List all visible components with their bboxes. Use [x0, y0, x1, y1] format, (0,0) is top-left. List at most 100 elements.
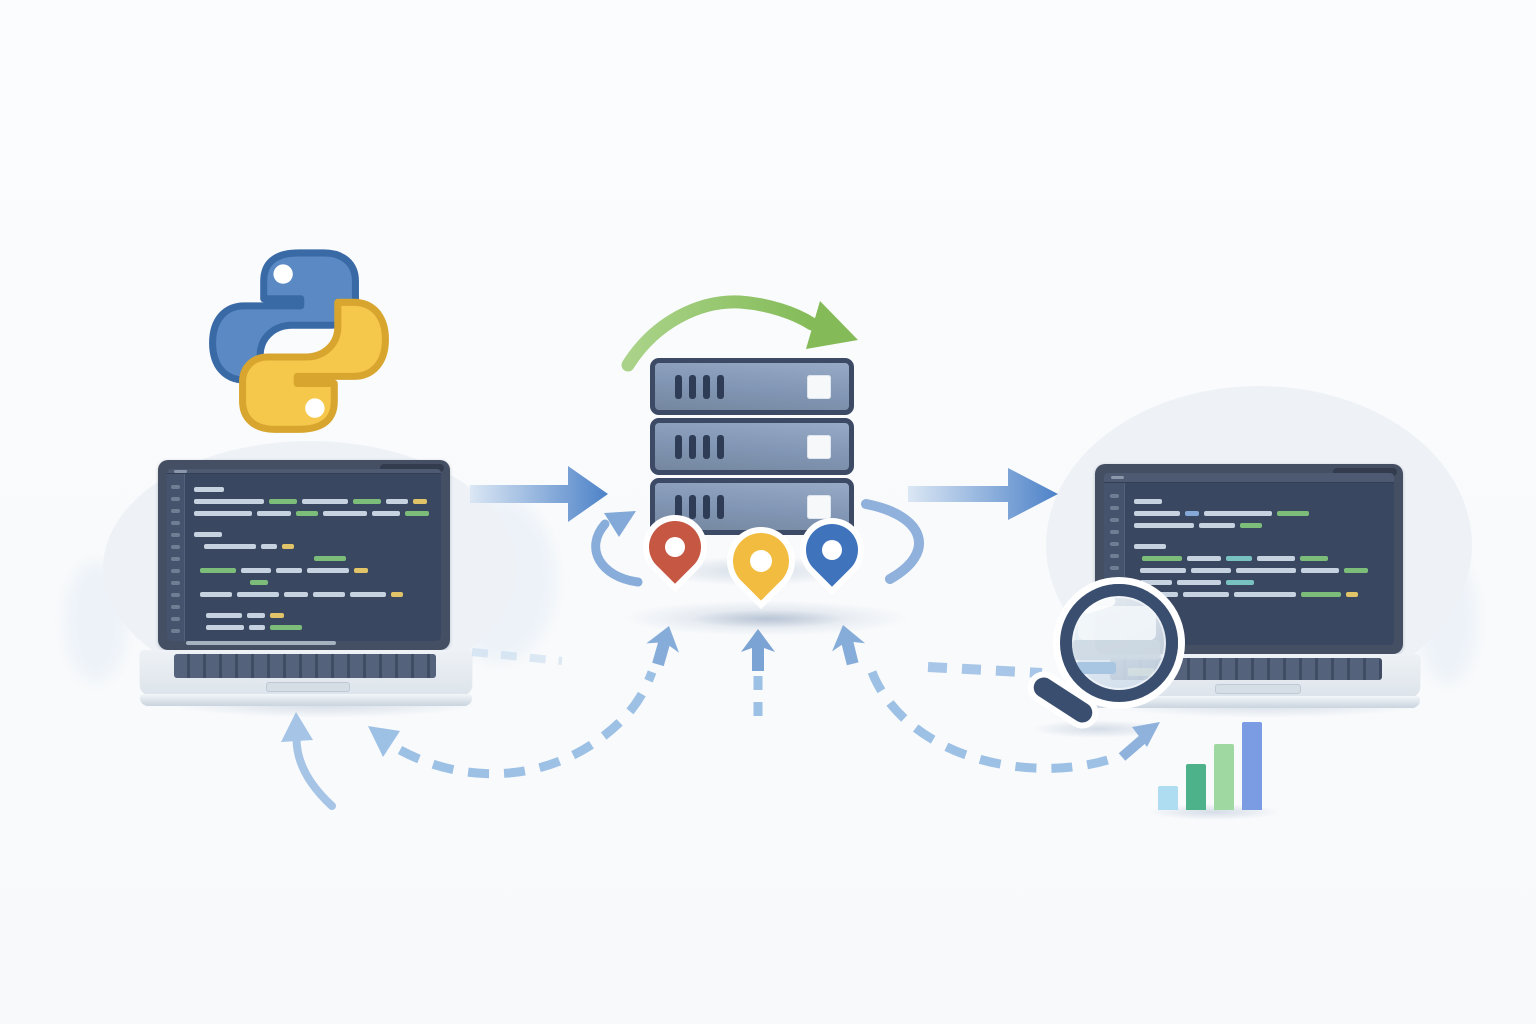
code-token [1134, 522, 1194, 528]
line-number [171, 593, 180, 597]
code-token [391, 591, 403, 597]
green-sync-arrowhead [806, 301, 858, 349]
code-token [269, 498, 297, 504]
code-token [1277, 510, 1309, 516]
left-laptop-bezel-glare [380, 464, 444, 472]
code-token [204, 543, 256, 549]
code-token [1204, 510, 1272, 516]
server-vent-slot [703, 374, 710, 399]
code-token [194, 498, 264, 504]
code-token [194, 486, 224, 492]
code-token [1226, 579, 1254, 585]
python-logo [209, 249, 389, 433]
server-vent-slot [717, 374, 724, 399]
code-token [1177, 579, 1221, 585]
code-token [194, 510, 252, 516]
arrow-server-to-right-laptop [908, 468, 1058, 520]
code-token [1301, 567, 1339, 573]
left-editor-line-number-gutter [167, 474, 185, 641]
server-vent-slots [675, 434, 724, 459]
code-token [296, 510, 318, 516]
line-number [171, 569, 180, 573]
code-line [1134, 588, 1387, 600]
server-drive-indicator [807, 494, 831, 519]
chart-bar [1242, 722, 1262, 810]
code-line [194, 483, 434, 495]
code-line [194, 528, 434, 540]
server-vent-slot [675, 374, 682, 399]
code-line [194, 600, 434, 609]
code-token [206, 624, 244, 630]
right-editor-titlebar [1104, 473, 1394, 483]
server-drive-indicator [807, 434, 831, 459]
code-token [1300, 555, 1328, 561]
server-vent-slot [689, 434, 696, 459]
code-token [1191, 567, 1231, 573]
code-line [194, 588, 434, 600]
line-number [1109, 530, 1119, 534]
right-laptop-front-edge [1078, 696, 1420, 708]
dashed-left-arrowhead [368, 726, 400, 757]
code-token [1236, 567, 1296, 573]
server-vent-slot [675, 494, 682, 519]
line-number [1109, 578, 1119, 582]
server-vent-slot [717, 434, 724, 459]
left-laptop-trackpad [266, 682, 350, 692]
left-laptop-deck [140, 650, 472, 694]
code-line [194, 552, 434, 564]
left-laptop-front-edge [140, 694, 472, 706]
code-token [1301, 591, 1341, 597]
swirl-arc-left-head [604, 511, 636, 537]
code-token [237, 591, 279, 597]
source-code-laptop [140, 458, 472, 708]
code-token [313, 591, 345, 597]
code-token [206, 612, 242, 618]
line-number [171, 629, 180, 633]
server-unit [650, 418, 854, 475]
server-vent-slots [675, 374, 724, 399]
code-token [354, 567, 368, 573]
magnifying-glass-lens [1060, 584, 1178, 702]
code-token [247, 612, 265, 618]
code-token [1134, 543, 1166, 549]
left-laptop-screen [167, 469, 441, 641]
right-laptop-bezel-glare [1333, 468, 1397, 476]
code-token [353, 498, 381, 504]
code-token [1346, 591, 1358, 597]
code-token [1234, 591, 1296, 597]
code-token [307, 567, 349, 573]
right-editor-tab [1111, 476, 1124, 479]
chart-bar [1186, 764, 1206, 810]
code-token [1142, 555, 1182, 561]
code-line [194, 507, 434, 519]
left-editor-tab [174, 469, 187, 473]
code-token [250, 579, 268, 585]
server-vent-slots [675, 494, 724, 519]
line-number [171, 581, 180, 585]
code-token [1134, 510, 1180, 516]
code-line [194, 540, 434, 552]
python-logo-yellow-snake [239, 298, 389, 433]
line-number [171, 617, 180, 621]
left-editor-code-area [185, 474, 441, 641]
code-token [1187, 555, 1221, 561]
pins-shadow-core [688, 610, 848, 628]
code-line [194, 609, 434, 621]
line-number [1109, 518, 1119, 522]
code-line [194, 495, 434, 507]
code-line [1134, 507, 1387, 519]
chart-bar [1214, 744, 1234, 810]
code-line [1134, 552, 1387, 564]
left-laptop-bezel [158, 460, 450, 650]
lens-keyboard-reflection [1072, 640, 1160, 660]
code-line [194, 564, 434, 576]
line-number [171, 509, 180, 513]
code-token [1240, 522, 1262, 528]
swirl-arc-left [591, 519, 643, 587]
server-stack [650, 358, 854, 538]
code-token [386, 498, 408, 504]
server-vent-slot [717, 494, 724, 519]
server-drive-indicator [807, 374, 831, 399]
code-token [1257, 555, 1295, 561]
code-line [1134, 519, 1387, 531]
